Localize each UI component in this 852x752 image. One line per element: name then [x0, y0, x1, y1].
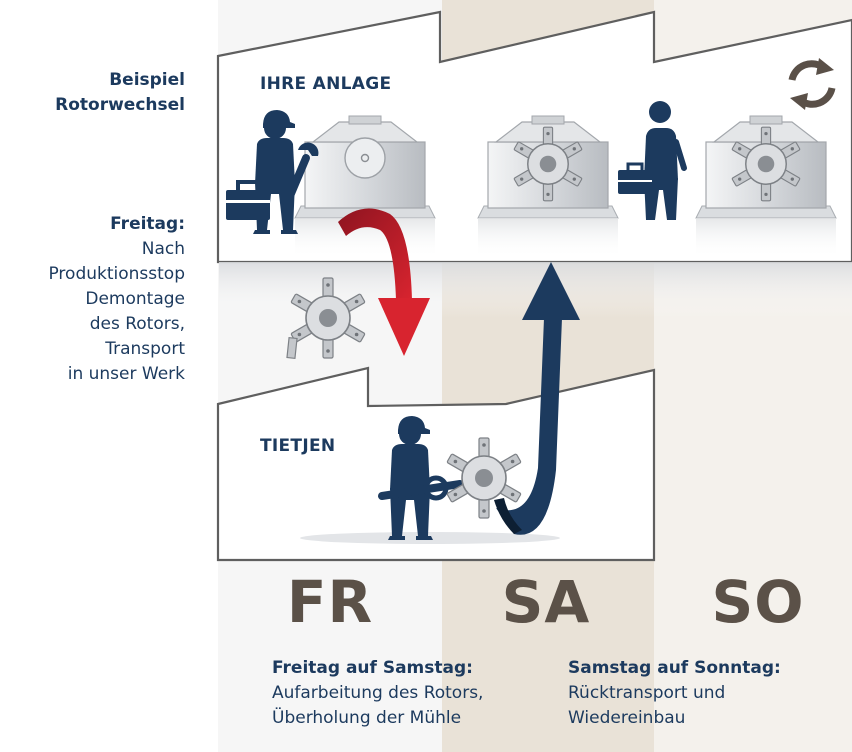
cycle-icon	[788, 58, 836, 110]
worker-repairing-rotor	[378, 416, 522, 540]
note-saturday-sunday: Samstag auf Sonntag: Rücktransport und W…	[568, 656, 781, 731]
day-label-saturday: SA	[501, 568, 591, 636]
friday-line: des Rotors,	[89, 314, 185, 334]
wrench-icon	[286, 142, 319, 200]
friday-line: Nach	[141, 239, 185, 259]
business-person	[618, 101, 687, 220]
tietjen-plant-label: TIETJEN	[260, 436, 336, 456]
friday-line: Demontage	[85, 289, 185, 309]
return-arrow	[494, 262, 580, 535]
customer-plant-label: IHRE ANLAGE	[260, 74, 392, 94]
friday-title: Freitag:	[110, 214, 185, 234]
title-line: Rotorwechsel	[55, 95, 185, 115]
day-label-sunday: SO	[711, 568, 805, 636]
diagram-title: Beispiel Rotorwechsel	[20, 68, 185, 118]
note-line: Wiedereinbau	[568, 708, 686, 728]
note-title: Freitag auf Samstag:	[272, 658, 473, 678]
note-line: Überholung der Mühle	[272, 708, 462, 728]
day-label-friday: FR	[286, 568, 374, 636]
friday-line: Transport	[105, 339, 185, 359]
friday-line: Produktionsstop	[48, 264, 185, 284]
friday-line: in unser Werk	[67, 364, 185, 384]
note-line: Rücktransport und	[568, 683, 726, 703]
title-line: Beispiel	[109, 70, 185, 90]
note-line: Aufarbeitung des Rotors,	[272, 683, 484, 703]
loose-blade	[286, 336, 298, 360]
worker-with-toolbox	[226, 110, 319, 234]
friday-description: Freitag: Nach Produktionsstop Demontage …	[8, 212, 185, 387]
toolbox-icon	[226, 180, 270, 220]
note-friday-saturday: Freitag auf Samstag: Aufarbeitung des Ro…	[272, 656, 483, 731]
note-title: Samstag auf Sonntag:	[568, 658, 781, 678]
sidebar-band	[0, 0, 218, 752]
mill-machine-friday	[294, 115, 436, 259]
removal-arrow	[338, 208, 430, 356]
briefcase-icon	[618, 162, 652, 194]
